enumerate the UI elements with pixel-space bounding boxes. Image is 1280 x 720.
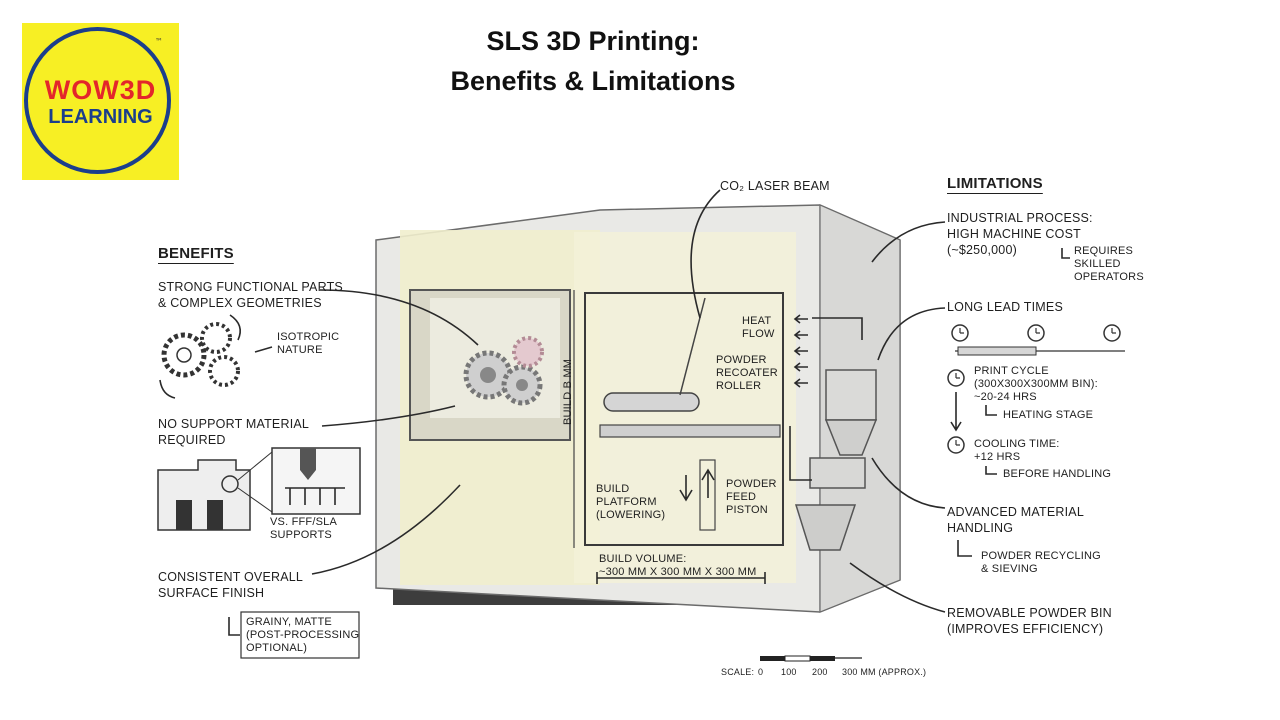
build-volume-label: BUILD VOLUME: ~300 mm x 300 mm x 300 mm <box>599 553 757 578</box>
print-cycle-label: PRINT CYCLE (300x300x300mm BIN): ~20-24 … <box>974 365 1098 403</box>
heat-flow-label: HEAT FLOW <box>742 315 775 340</box>
build-chamber <box>584 292 784 546</box>
gears-in-window-icon <box>463 336 544 406</box>
industrial-label: INDUSTRIAL PROCESS: HIGH MACHINE COST (~… <box>947 211 1093 257</box>
grainy-box <box>240 611 360 659</box>
limitations-heading: LIMITATIONS <box>947 175 1043 192</box>
before-handling-label: BEFORE HANDLING <box>1003 468 1112 480</box>
page-title-line2: Benefits & Limitations <box>450 66 736 96</box>
logo-trademark: ™ <box>155 37 163 46</box>
platform-label: BUILD PLATFORM (LOWERING) <box>596 483 666 521</box>
scale-tick-0: 0 <box>758 667 764 677</box>
clock-icon <box>947 369 965 387</box>
cooling-label: COOLING TIME: +12 HRS <box>974 438 1060 463</box>
laser-label: CO₂ LASER BEAM <box>720 179 830 193</box>
build-height-label: BUILD b mm <box>562 358 574 425</box>
scale-bar <box>760 655 862 662</box>
build-platform <box>599 424 781 438</box>
skilled-label: REQUIRES SKILLED OPERATORS <box>1074 245 1144 283</box>
strong-parts-label: STRONG FUNCTIONAL PARTS & COMPLEX GEOMET… <box>158 280 343 310</box>
support-comparison-icon <box>157 447 361 531</box>
logo-text-bottom: LEARNING <box>48 106 153 128</box>
scale-tick-100: 100 <box>781 667 797 677</box>
benefits-heading: BENEFITS <box>158 245 234 262</box>
page-title-line1: SLS 3D Printing: <box>486 26 700 56</box>
finish-label: CONSISTENT OVERALL SURFACE FINISH <box>158 570 304 600</box>
vs-supports-label: vs. FFF/SLA SUPPORTS <box>270 516 337 541</box>
raising-arrow-icon <box>701 468 715 498</box>
scale-tick-200: 200 <box>812 667 828 677</box>
limitation-arrows <box>690 189 972 613</box>
scale-label: SCALE: <box>721 667 755 677</box>
heating-label: HEATING STAGE <box>1003 409 1094 421</box>
logo-ring <box>24 27 171 174</box>
recoater-roller <box>603 392 700 412</box>
feed-piston-label: POWDER FEED PISTON <box>726 478 777 516</box>
no-support-label: NO SUPPORT MATERIAL REQUIRED <box>158 417 310 447</box>
removable-bin-label: REMOVABLE POWDER BIN (IMPROVES EFFICIENC… <box>947 606 1112 636</box>
brand-logo: WOW3D LEARNING ™ <box>22 23 179 180</box>
scale-tick-300: 300 mm (APPROX.) <box>842 667 927 677</box>
benefit-arrows <box>228 289 479 636</box>
isotropic-gears-icon <box>159 314 273 399</box>
powder-hopper <box>794 369 878 551</box>
recycling-label: POWDER RECYCLING & SIEVING <box>981 550 1101 575</box>
lowering-arrow-icon <box>679 475 693 502</box>
material-handling-label: ADVANCED MATERIAL HANDLING <box>947 505 1084 535</box>
cooling-clock-icon <box>947 436 965 454</box>
grainy-label: GRAINY, MATTE (POST-PROCESSING OPTIONAL) <box>246 616 360 654</box>
heat-flow-arrows-icon <box>793 314 808 388</box>
isotropic-label: ISOTROPIC NATURE <box>277 331 340 356</box>
lead-times-label: LONG LEAD TIMES <box>947 300 1063 314</box>
logo-text-top: WOW3D <box>44 75 157 105</box>
lead-time-timeline <box>951 324 1125 356</box>
recoater-label: POWDER RECOATER ROLLER <box>716 354 778 392</box>
